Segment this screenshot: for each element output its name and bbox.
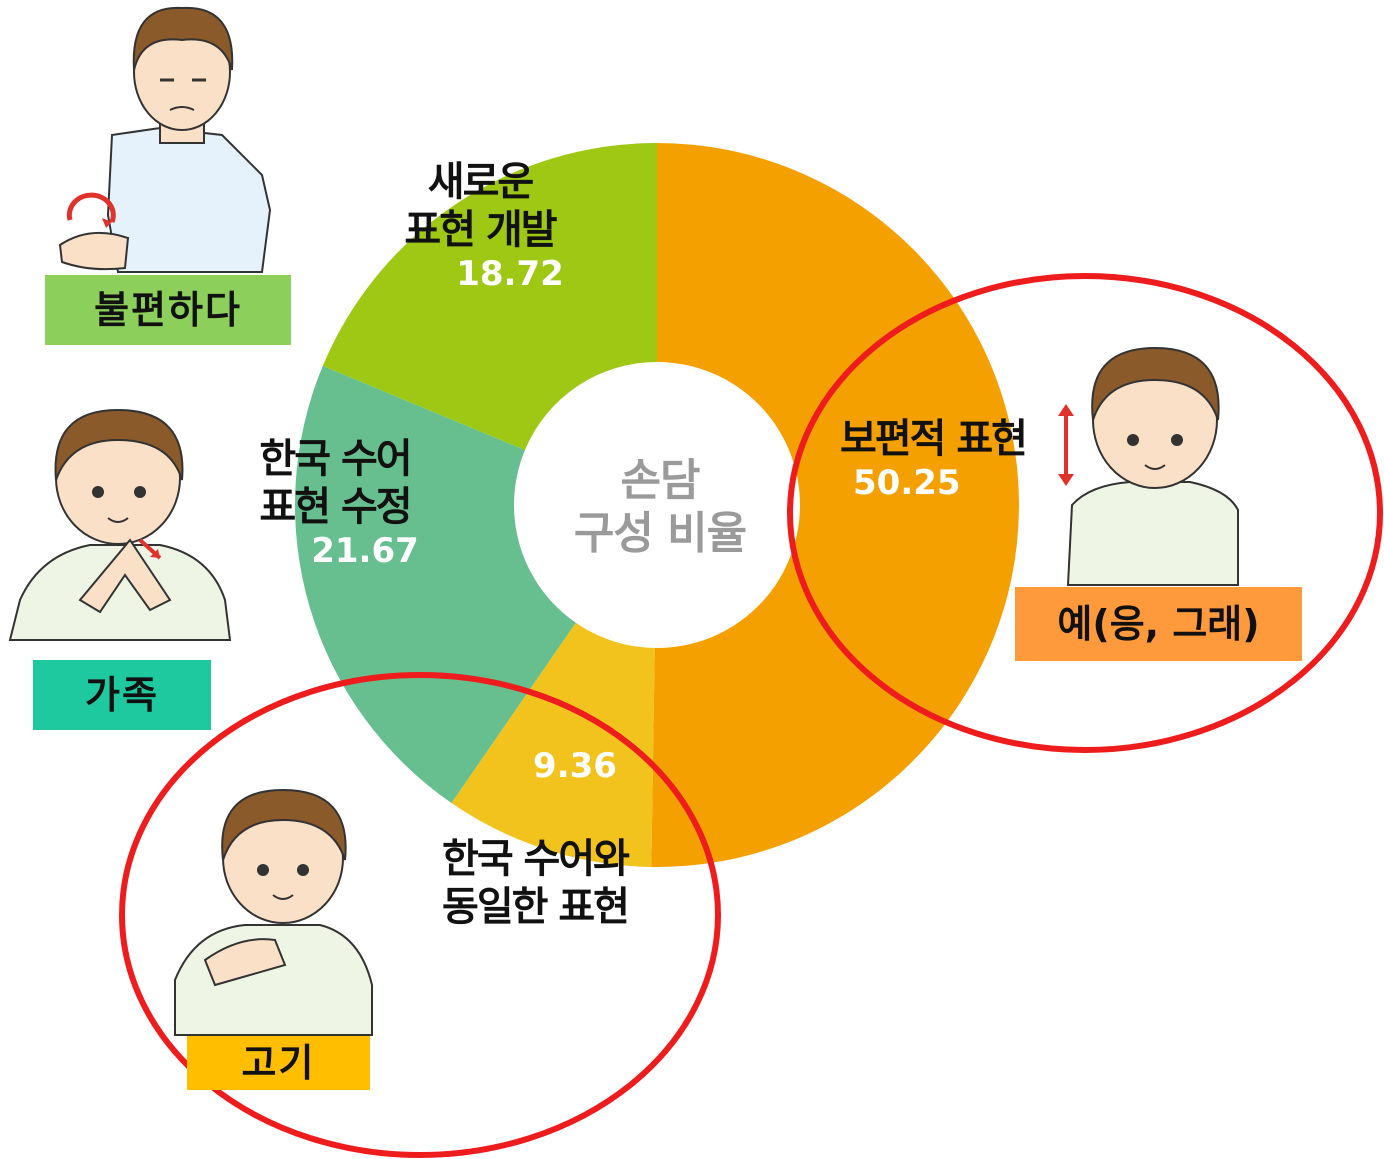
slice-value: 50.25 [853,463,961,503]
slice-label-universal: 보편적 표현 50.25 [818,415,1048,504]
pie-slice-1 [451,622,655,867]
highlight-circle-meat [119,672,721,1158]
slice-value: 18.72 [456,254,564,294]
slice-category-line2: 표현 개발 [404,207,557,253]
sign-figure-uncomfortable [58,6,272,273]
slice-category-line1: 새로운 [427,159,534,205]
chart-title: 손담 구성 비율 [540,455,780,561]
chart-title-line2: 구성 비율 [573,507,747,559]
word-tag-yes: 예(응, 그래) [1015,587,1302,661]
slice-value: 21.67 [311,531,419,571]
pie-slice-0 [651,143,1019,867]
word-tag-meat: 고기 [187,1036,370,1090]
pie-slice-2 [295,365,576,803]
pie-slice-3 [322,143,657,451]
highlight-circle-yes [787,273,1383,753]
slice-category-line1: 한국 수어와 [442,836,630,882]
word-tag-uncomfortable: 불편하다 [45,275,291,345]
slice-value-same: 9.36 [533,746,617,786]
slice-category-line1: 보편적 표현 [840,416,1028,462]
slice-category-line2: 동일한 표현 [442,884,630,930]
slice-label-modified: 한국 수어 표현 수정 21.67 [225,435,445,572]
sign-figure-yes [1058,346,1239,586]
word-tag-family: 가족 [33,660,211,730]
slice-label-new: 새로운 표현 개발 18.72 [345,158,615,295]
slice-category-line1: 한국 수어 [259,436,412,482]
sign-figure-family [8,408,232,641]
donut-chart [295,143,1019,867]
slice-category-line2: 표현 수정 [259,484,412,530]
slice-label-same: 한국 수어와 동일한 표현 [395,835,675,931]
sign-figure-meat [174,788,373,1036]
chart-title-line1: 손담 [620,455,701,506]
